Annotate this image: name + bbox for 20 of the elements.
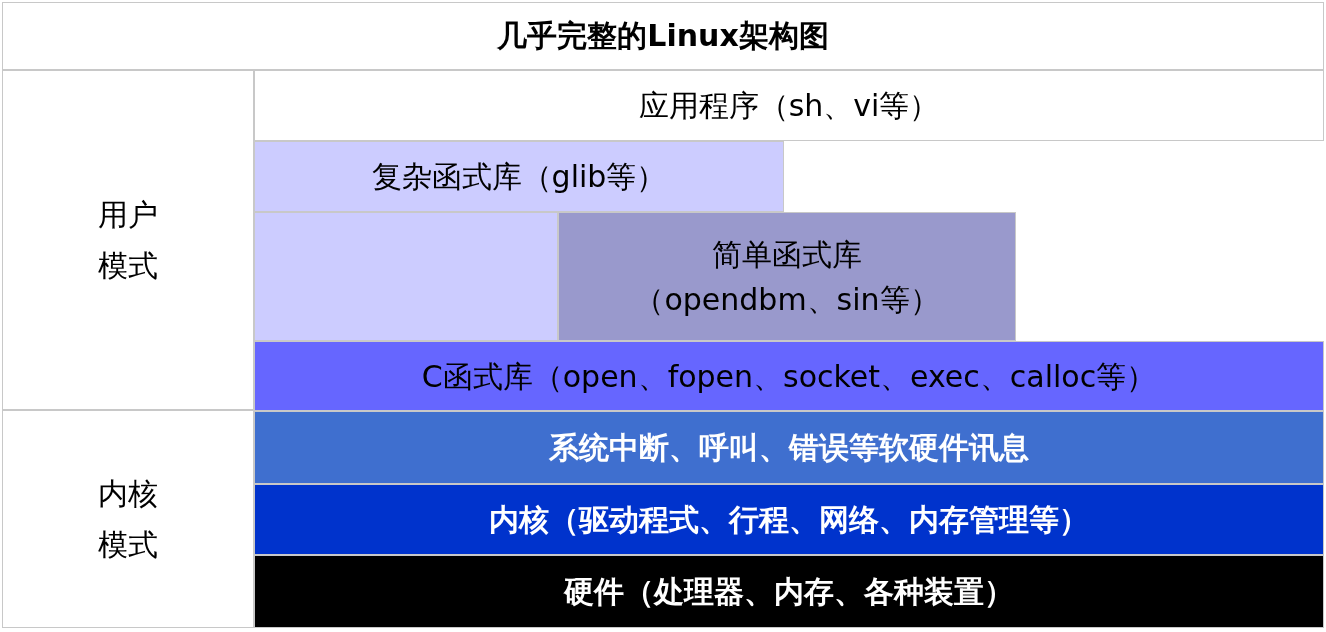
layer-label: 内核模式 bbox=[97, 475, 159, 564]
layer-label: 简单函式库 bbox=[712, 235, 862, 274]
layer-box bbox=[254, 411, 1324, 484]
layer-label: C函式库（open、fopen、socket、exec、calloc等） bbox=[421, 357, 1157, 396]
mode-band bbox=[2, 70, 254, 410]
layer-box bbox=[254, 484, 1324, 555]
layer-label: 应用程序（sh、vi等） bbox=[638, 87, 940, 125]
layer-label: 硬件（处理器、内存、各种装置） bbox=[564, 573, 1014, 611]
layer-label: 用户模式 bbox=[97, 196, 159, 285]
layer-label: 系统中断、呼叫、错误等软硬件讯息 bbox=[549, 429, 1029, 467]
layer-label: 复杂函式库（glib等） bbox=[371, 158, 667, 196]
diagram-title: 几乎完整的Linux架构图 bbox=[2, 2, 1324, 70]
mode-band bbox=[2, 410, 254, 628]
layer-box bbox=[254, 555, 1324, 628]
layer-box bbox=[558, 212, 1016, 341]
layer-box bbox=[254, 70, 1324, 141]
layer-box bbox=[254, 141, 784, 212]
layer-note: （opendbm、sin等） bbox=[634, 280, 940, 319]
layer-box bbox=[254, 341, 1324, 411]
layer-label: 内核（驱动程式、行程、网络、内存管理等） bbox=[489, 501, 1089, 539]
